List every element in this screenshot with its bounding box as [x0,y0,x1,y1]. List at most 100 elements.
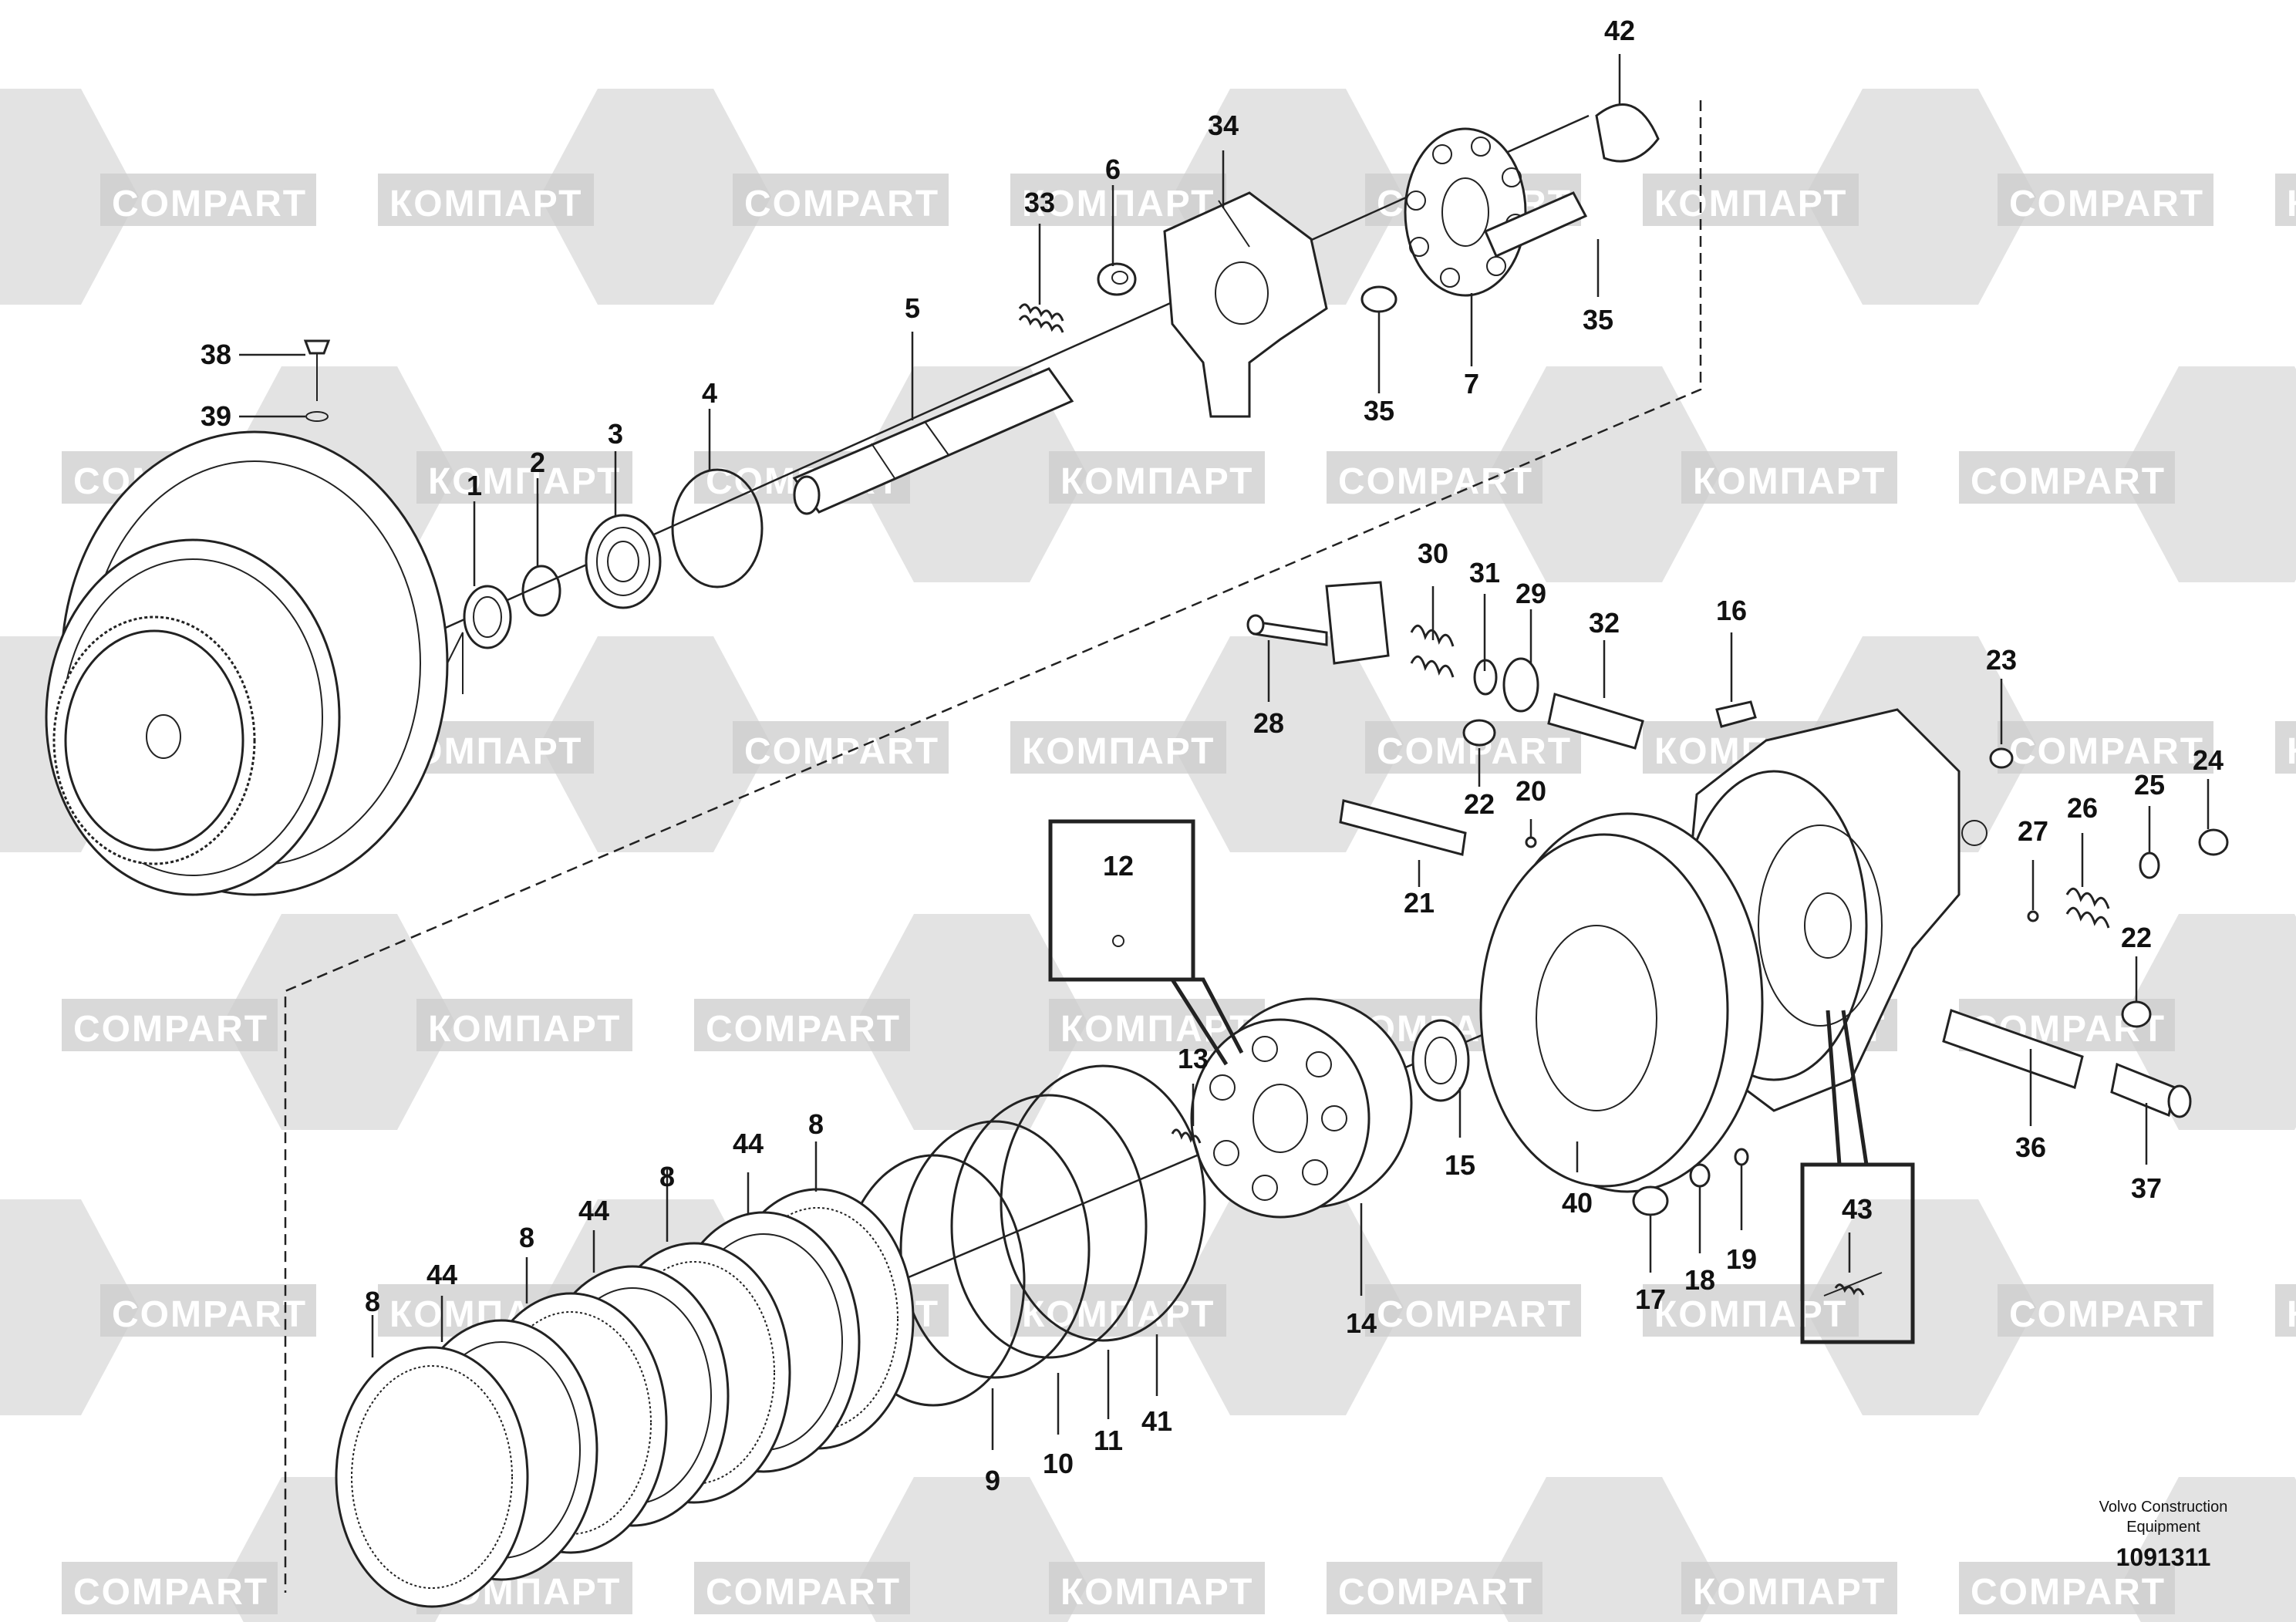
svg-text:КОМПАРТ: КОМПАРТ [428,461,621,502]
callout-36: 36 [2015,1131,2046,1163]
svg-text:COMPART: COMPART [744,184,939,224]
svg-text:КОМПАРТ: КОМПАРТ [1693,461,1886,502]
parts [45,103,2229,1608]
callout-5: 5 [905,292,920,324]
part-5-shaft [792,367,1074,515]
callout-6: 6 [1105,153,1121,185]
svg-text:COMPART: COMPART [706,1009,901,1050]
callout-42: 42 [1604,15,1635,46]
callout-12: 12 [1103,850,1134,882]
part-39-oring [305,411,329,422]
callout-19: 19 [1726,1243,1757,1275]
part-41-oring [1000,1064,1206,1342]
callout-24: 24 [2193,744,2224,776]
callout-7: 7 [1464,368,1479,400]
part-26-spring [2065,887,2110,929]
callout-40: 40 [1562,1187,1593,1219]
part-25-ring [2139,851,2160,879]
drawing-footer: Volvo Construction Equipment 1091311 [2099,1499,2228,1571]
part-27-ball [2027,910,2039,922]
watermark-tile: КОМПАРТ COMPART [1010,1199,1581,1415]
callout-14: 14 [1346,1307,1377,1339]
inset-box-43 [1800,1010,1915,1344]
part-19-ring [1734,1148,1749,1166]
callout-41: 41 [1141,1405,1172,1437]
callout-10: 10 [1043,1448,1074,1479]
callout-17: 17 [1635,1283,1666,1315]
part-15-bearing [1411,1019,1470,1102]
svg-text:COMPART: COMPART [112,1294,307,1335]
part-8-friction-plate-a [335,1346,529,1608]
part-40-housing-ring [1479,812,1764,1193]
svg-text:КОМПАРТ: КОМПАРТ [2287,184,2296,224]
part-6-plug [1097,262,1137,296]
svg-text:COMPART: COMPART [2009,731,2204,772]
callout-37: 37 [2131,1172,2162,1204]
svg-text:КОМПАРТ: КОМПАРТ [1022,184,1215,224]
part-21-relief-valve [1339,799,1467,856]
callout-32: 32 [1589,607,1620,639]
callout-8c: 8 [659,1161,675,1192]
svg-text:КОМПАРТ: КОМПАРТ [389,184,582,224]
part-37-valve [2110,1062,2192,1118]
callout-18: 18 [1684,1264,1715,1296]
svg-text:КОМПАРТ: КОМПАРТ [1022,731,1215,772]
leader-lines [239,54,2210,1450]
part-13-spring [1171,1128,1202,1144]
callout-labels: 1 2 3 4 5 6 7 8 8 8 8 9 10 11 12 13 14 1… [201,15,2224,1496]
callout-43: 43 [1842,1193,1873,1225]
svg-text:COMPART: COMPART [112,184,307,224]
svg-text:COMPART: COMPART [2009,1294,2204,1335]
part-22-plug-upper [1462,719,1496,747]
part-1-seal [463,585,512,649]
svg-text:COMPART: COMPART [1971,461,2166,502]
part-16-pin [1715,700,1757,728]
svg-text:КОМПАРТ: КОМПАРТ [1060,461,1253,502]
svg-text:COMPART: COMPART [73,1572,268,1613]
svg-text:COMPART: COMPART [1338,1572,1533,1613]
svg-text:COMPART: COMPART [706,1572,901,1613]
callout-35a: 35 [1583,304,1613,336]
part-23-plug [1989,747,2014,769]
callout-44a: 44 [426,1259,457,1290]
part-10-oring [899,1120,1091,1379]
callout-8b: 8 [519,1222,534,1253]
callout-11: 11 [1094,1425,1123,1456]
part-7-valve-plate [1404,127,1527,297]
part-14-cylinder-block [1190,997,1413,1219]
watermark-tile: COMPART КОМПАРТ [1327,1477,1897,1622]
housing-hub [45,430,464,896]
svg-text:КОМПАРТ: КОМПАРТ [1693,1572,1886,1613]
footer-company-line1: Volvo Construction [2099,1499,2228,1516]
part-20-ball [1525,836,1537,848]
callout-8d: 8 [808,1108,824,1140]
part-28-bolt [1246,614,1328,646]
part-22-plug-lower [2121,1000,2152,1028]
callout-9: 9 [985,1465,1000,1496]
part-18-ring [1689,1163,1711,1188]
svg-text:COMPART: COMPART [1377,1294,1572,1335]
svg-text:КОМПАРТ: КОМПАРТ [1022,1294,1215,1335]
part-24-plug [2198,828,2229,856]
svg-text:COMPART: COMPART [744,731,939,772]
callout-27: 27 [2018,815,2048,847]
callout-8a: 8 [365,1286,380,1317]
callout-20: 20 [1515,775,1546,807]
callout-39: 39 [201,400,231,432]
callout-28: 28 [1253,707,1284,739]
part-32-spool [1547,693,1644,750]
callout-23: 23 [1986,644,2017,676]
watermark-tile: КОМПАРТ COMPART [378,89,949,305]
part-35-pin-lower [1360,285,1397,313]
callout-26: 26 [2067,792,2098,824]
svg-text:КОМПАРТ: КОМПАРТ [2287,731,2296,772]
callout-22a: 22 [1464,788,1495,820]
callout-1: 1 [467,470,482,501]
